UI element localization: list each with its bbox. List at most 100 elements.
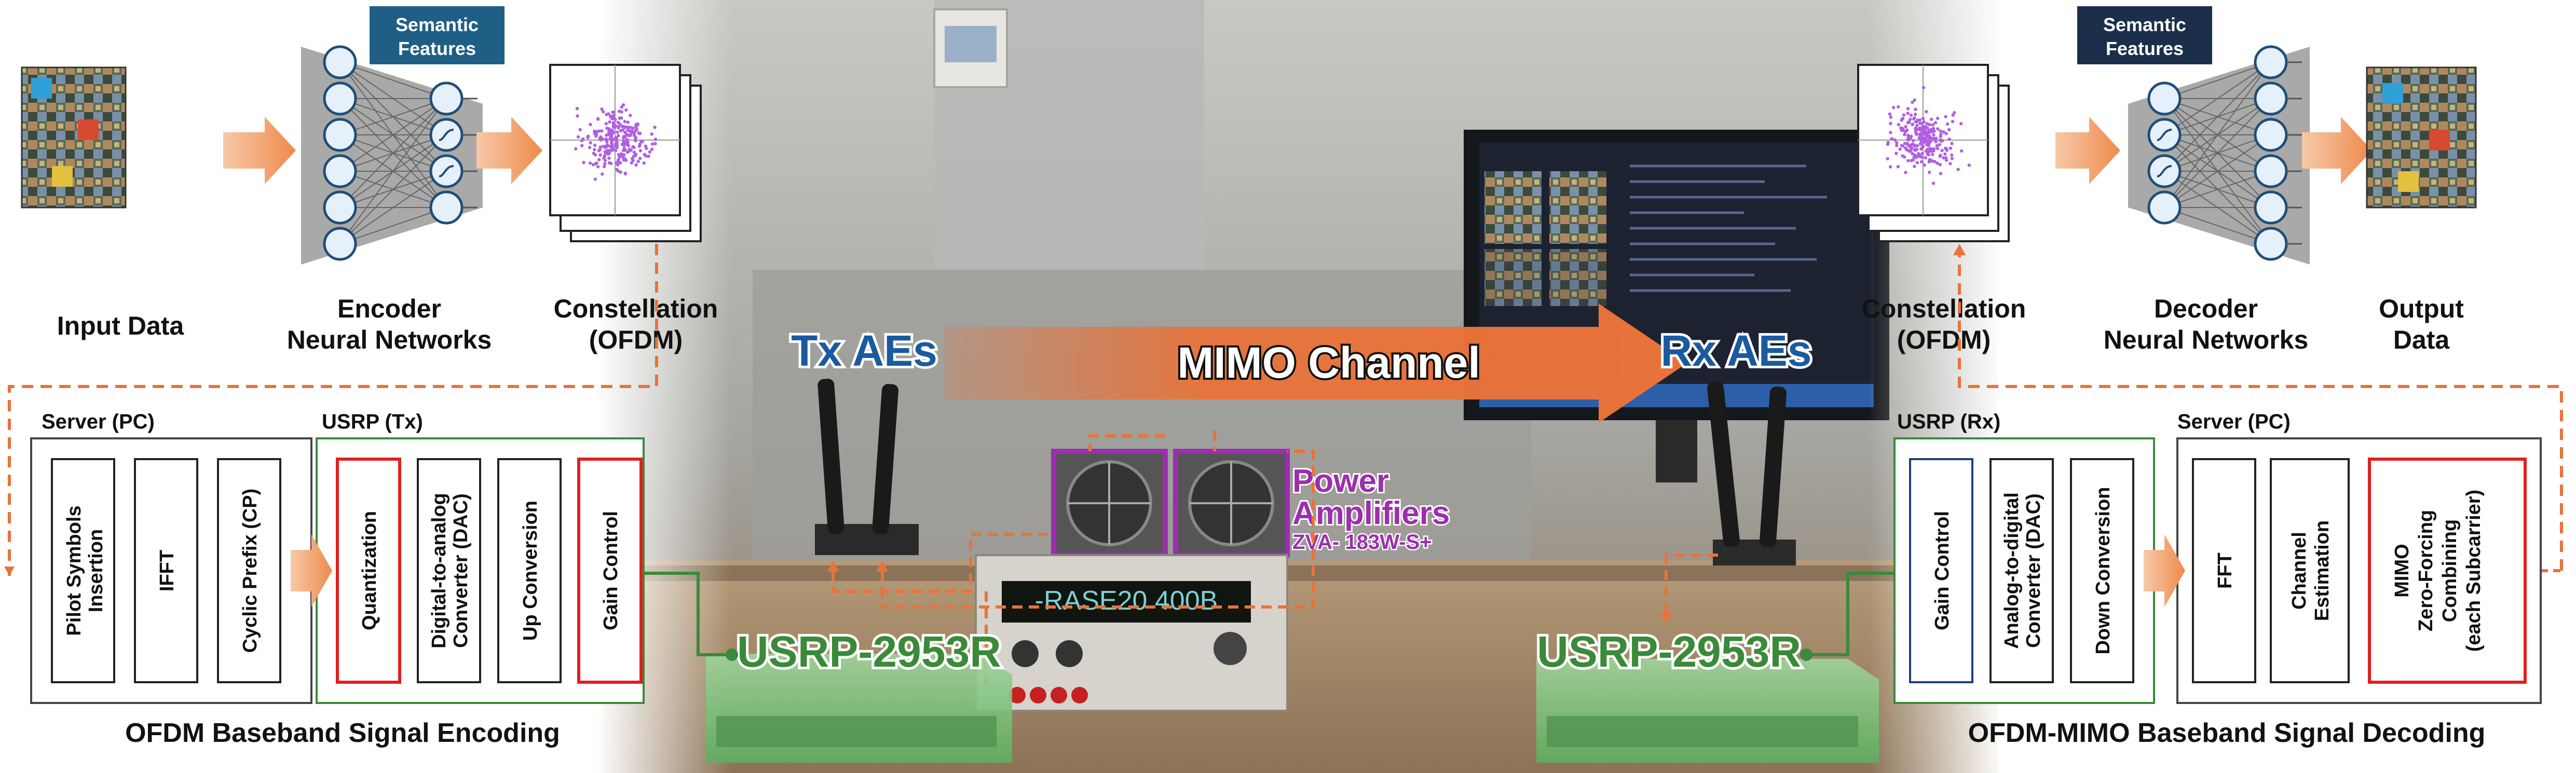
svg-text:Combining: Combining	[2439, 519, 2461, 622]
constellation-point	[609, 114, 612, 118]
constellation-point	[611, 116, 615, 120]
constellation-point	[626, 120, 630, 124]
rx-constellation-to-decoder-arrow	[2055, 117, 2120, 184]
tx-block-quantization: Quantization	[336, 458, 401, 684]
constellation-point	[611, 144, 615, 148]
constellation-point	[636, 160, 640, 163]
constellation-point	[650, 132, 653, 136]
constellation-point	[1906, 159, 1910, 162]
constellation-point	[1915, 147, 1919, 151]
constellation-point	[637, 144, 642, 148]
constellation-point	[617, 125, 620, 129]
constellation-point	[1932, 133, 1936, 136]
constellation-point	[638, 149, 643, 153]
constellation-point	[1897, 105, 1900, 109]
tx-server-to-usrp-arrow	[291, 534, 332, 607]
constellation-point	[1928, 158, 1931, 162]
constellation-point	[1911, 101, 1914, 104]
constellation-point	[1914, 113, 1917, 116]
constellation-point	[1934, 140, 1938, 144]
constellation-point	[616, 130, 619, 134]
constellation-point	[1903, 146, 1907, 150]
tx-antenna-array	[815, 378, 919, 555]
constellation-point	[1921, 125, 1925, 128]
constellation-point	[1906, 136, 1910, 140]
constellation-point	[1901, 117, 1905, 120]
constellation-point	[600, 129, 604, 133]
tx-dashed-arrowhead	[4, 567, 15, 576]
rx-usrp-green-connector	[1806, 572, 1894, 656]
constellation-point	[648, 150, 652, 154]
rx-decoder-to-output-arrow	[2302, 117, 2372, 184]
constellation-point	[1942, 130, 1945, 134]
tx-constellation-to-server-dashed-line	[8, 244, 658, 576]
rx-usrp-device-label: USRP-2953R	[1537, 627, 1801, 676]
tx-usrp-connector-dot	[726, 648, 738, 661]
constellation-point	[1945, 122, 1950, 126]
svg-text:Down Conversion: Down Conversion	[2092, 487, 2114, 654]
constellation-point	[625, 143, 629, 146]
rx-block-channel-estimation: Channel Estimation	[2270, 458, 2350, 683]
svg-text:MIMO: MIMO	[2391, 544, 2413, 597]
decoder-label-line1: Decoder	[2154, 294, 2258, 323]
constellation-point	[647, 155, 650, 158]
constellation-point	[588, 146, 592, 149]
constellation-point	[1920, 130, 1924, 133]
constellation-point	[1931, 153, 1934, 156]
constellation-point	[1950, 142, 1954, 145]
constellation-point	[1967, 163, 1971, 167]
constellation-point	[1930, 117, 1933, 121]
constellation-point	[1936, 127, 1940, 131]
constellation-point	[589, 141, 592, 145]
constellation-point	[603, 162, 607, 165]
constellation-point	[1928, 170, 1931, 174]
constellation-point	[1904, 171, 1907, 174]
tx-usrp-green-connector	[641, 572, 732, 656]
constellation-point	[615, 137, 618, 141]
rx-aes-label: Rx AEs	[1660, 326, 1811, 375]
constellation-point	[1953, 111, 1956, 115]
tx-aes-label: Tx AEs	[791, 326, 937, 375]
rx-block-down-conversion: Down Conversion	[2070, 458, 2134, 683]
constellation-point	[1939, 172, 1943, 175]
constellation-point	[615, 145, 619, 149]
constellation-point	[594, 133, 598, 137]
constellation-point	[634, 163, 638, 167]
rx-rf-cable-dashed-path	[1665, 554, 1718, 612]
constellation-point	[632, 145, 636, 149]
constellation-point	[1900, 126, 1904, 130]
constellation-point	[619, 129, 623, 133]
constellation-point	[1931, 123, 1934, 127]
constellation-point	[593, 177, 597, 181]
constellation-point	[603, 159, 607, 162]
constellation-point	[582, 161, 585, 164]
rx-constellation-plot	[1857, 64, 2010, 242]
constellation-point	[619, 170, 622, 174]
tx-constellation-label-line1: Constellation	[554, 294, 718, 323]
tx-usrp-device	[706, 654, 1012, 763]
svg-text:Converter (DAC): Converter (DAC)	[2023, 493, 2045, 648]
constellation-point	[620, 105, 623, 109]
constellation-point	[1907, 149, 1911, 153]
constellation-point	[1938, 154, 1942, 158]
constellation-point	[1923, 163, 1926, 167]
constellation-point	[1950, 157, 1954, 160]
constellation-point	[638, 157, 642, 160]
constellation-point	[605, 127, 609, 130]
constellation-point	[598, 153, 602, 157]
constellation-point	[618, 155, 621, 159]
constellation-point	[599, 135, 603, 139]
constellation-point	[632, 133, 636, 137]
rx-output-data-image	[2366, 66, 2477, 209]
constellation-point	[1903, 142, 1907, 145]
constellation-point	[620, 116, 623, 120]
constellation-point	[602, 144, 606, 148]
constellation-point	[1959, 122, 1963, 126]
constellation-point	[1913, 98, 1916, 102]
tx-constellation-plot	[549, 64, 702, 242]
constellation-point	[1919, 136, 1923, 140]
constellation-point	[589, 122, 592, 127]
constellation-point	[1886, 143, 1890, 146]
constellation-point	[1911, 122, 1915, 126]
